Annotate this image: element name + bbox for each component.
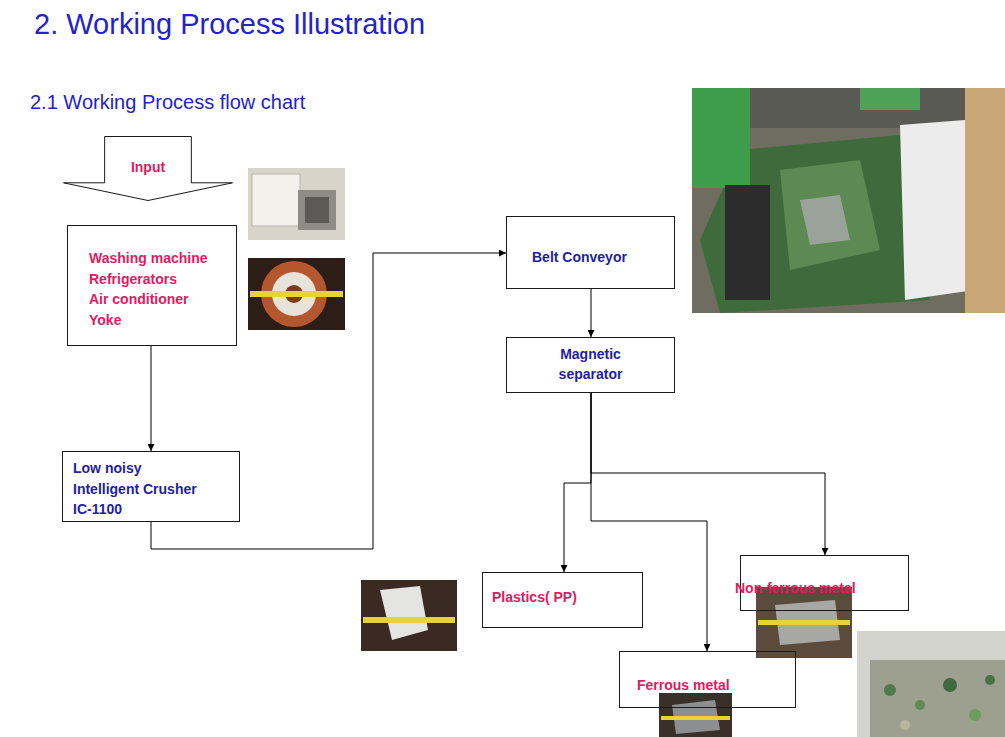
output-box: Non-ferrous metal	[740, 555, 909, 611]
grey-part	[298, 190, 336, 230]
flow-arrow	[591, 393, 707, 651]
node-text-area: Washing machineRefrigeratorsAir conditio…	[68, 226, 236, 330]
white-part	[252, 174, 300, 226]
worker-legs	[725, 185, 770, 300]
node-label: Low noisy Intelligent Crusher IC-1100	[73, 458, 203, 520]
node-text-area: Ferrous metal	[620, 652, 795, 694]
tape-measure	[250, 291, 343, 297]
node-label: Input	[63, 158, 233, 176]
flow-arrow	[151, 346, 152, 451]
node-text-area: Low noisy Intelligent Crusher IC-1100	[63, 452, 239, 520]
output-box: Ferrous metal	[619, 651, 796, 708]
node-label: Washing machine	[89, 248, 236, 269]
shredded-mix-photo	[857, 631, 1005, 737]
input-box: Washing machineRefrigeratorsAir conditio…	[67, 225, 237, 346]
node-label: Magnetic separator	[551, 344, 631, 384]
input-arrow: Input	[63, 136, 233, 201]
ferrous-photo	[659, 693, 732, 737]
process-box: Low noisy Intelligent Crusher IC-1100	[62, 451, 240, 522]
photo-background	[857, 631, 1005, 737]
pcb-pile	[800, 195, 850, 245]
page-title: 2. Working Process Illustration	[34, 8, 425, 41]
node-text-area: Magnetic separator	[507, 338, 674, 384]
flow-arrow	[591, 289, 592, 337]
node-text-area: Plastics( PP)	[483, 573, 642, 606]
photo-background	[361, 580, 457, 651]
section-heading: 2.1 Working Process flow chart	[30, 91, 305, 114]
shredded-bit	[943, 678, 957, 692]
process-box: Belt Conveyor	[506, 216, 675, 289]
node-label: Non-ferrous metal	[735, 579, 902, 597]
coil-photo	[248, 258, 345, 330]
photo-background	[248, 258, 345, 330]
flow-arrow	[151, 253, 506, 549]
grey-part	[305, 197, 329, 223]
cardboard-box	[965, 88, 1005, 313]
white-bag	[900, 120, 975, 300]
shredded-bit	[915, 700, 925, 710]
node-label: Ferrous metal	[637, 676, 795, 694]
flow-arrow	[564, 393, 591, 572]
plastics-photo	[361, 580, 457, 651]
pcb-pile	[780, 160, 880, 270]
arrow-shape	[64, 137, 233, 201]
photo-background	[659, 693, 732, 737]
flow-arrow	[591, 393, 825, 555]
node-label: Yoke	[89, 310, 236, 331]
process-box: Magnetic separator	[506, 337, 675, 393]
node-text-area: Non-ferrous metal	[735, 556, 902, 597]
pcb-pile-photo	[692, 88, 1005, 313]
node-label: Plastics( PP)	[492, 588, 642, 606]
node-label: Belt Conveyor	[532, 248, 674, 266]
shredded-pile	[870, 660, 1005, 737]
node-text-area: Input	[63, 136, 233, 176]
worker-shirt	[692, 88, 750, 188]
photo-background	[248, 168, 345, 240]
node-label: Refrigerators	[89, 269, 236, 290]
appliance-photo	[248, 168, 345, 240]
tape-measure	[758, 620, 850, 625]
node-text-area: Belt Conveyor	[507, 217, 674, 266]
output-box: Plastics( PP)	[482, 572, 643, 628]
shredded-bit	[884, 684, 896, 696]
node-label: Air conditioner	[89, 289, 236, 310]
shredded-bit	[900, 720, 910, 730]
plastic-piece	[380, 586, 428, 640]
shredded-bit	[969, 709, 981, 721]
non-ferrous-photo	[756, 587, 852, 658]
tape-measure	[363, 617, 455, 623]
photo-background	[692, 88, 1005, 313]
shredded-bit	[985, 675, 995, 685]
worker-shirt	[860, 88, 920, 110]
photo-background	[756, 587, 852, 658]
tape-measure	[661, 716, 730, 720]
